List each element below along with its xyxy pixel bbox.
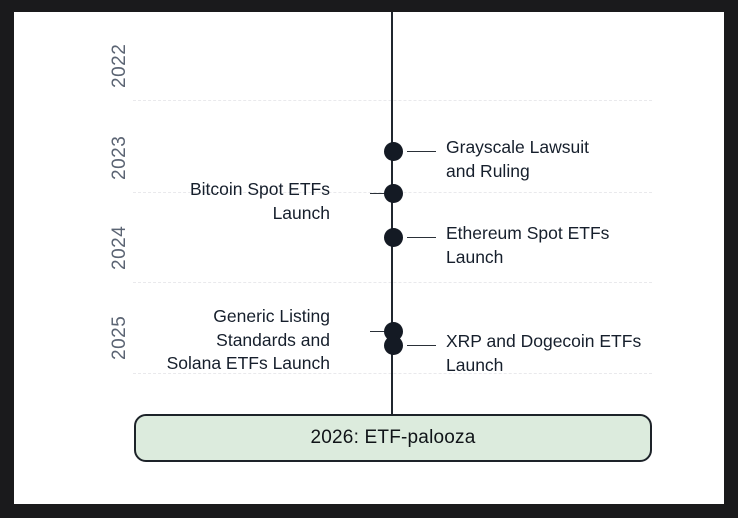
timeline-dot-xrp-dogecoin-etfs[interactable] <box>383 335 403 355</box>
timeline-canvas: 2022 2023 2024 2025 Grayscale Lawsuit an… <box>14 12 724 504</box>
timeline-axis <box>391 12 394 415</box>
event-label-generic-listing-standards: Generic Listing Standards and Solana ETF… <box>166 306 330 373</box>
summary-box-label: 2026: ETF-palooza <box>310 427 476 448</box>
event-label-ethereum-spot-etfs: Ethereum Spot ETFs Launch <box>446 223 610 267</box>
year-label-2022: 2022 <box>109 43 130 88</box>
year-label-2024: 2024 <box>109 225 130 270</box>
timeline-dot-grayscale-lawsuit[interactable] <box>383 141 403 161</box>
connector-xrp-dogecoin-etfs <box>407 345 436 346</box>
timeline-dot-ethereum-spot-etfs[interactable] <box>383 227 403 247</box>
timeline-dot-bitcoin-spot-etfs[interactable] <box>383 183 403 203</box>
summary-box-2026[interactable]: 2026: ETF-palooza <box>134 414 652 462</box>
event-label-bitcoin-spot-etfs: Bitcoin Spot ETFs Launch <box>189 179 330 223</box>
event-label-xrp-dogecoin-etfs: XRP and Dogecoin ETFs Launch <box>446 331 642 375</box>
connector-ethereum-spot-etfs <box>407 237 436 238</box>
year-label-2023: 2023 <box>109 135 130 180</box>
connector-grayscale-lawsuit <box>407 151 436 152</box>
year-label-2025: 2025 <box>109 315 130 360</box>
timeline-dot-generic-listing-standards[interactable] <box>383 321 403 341</box>
event-label-grayscale-lawsuit: Grayscale Lawsuit and Ruling <box>446 137 589 181</box>
